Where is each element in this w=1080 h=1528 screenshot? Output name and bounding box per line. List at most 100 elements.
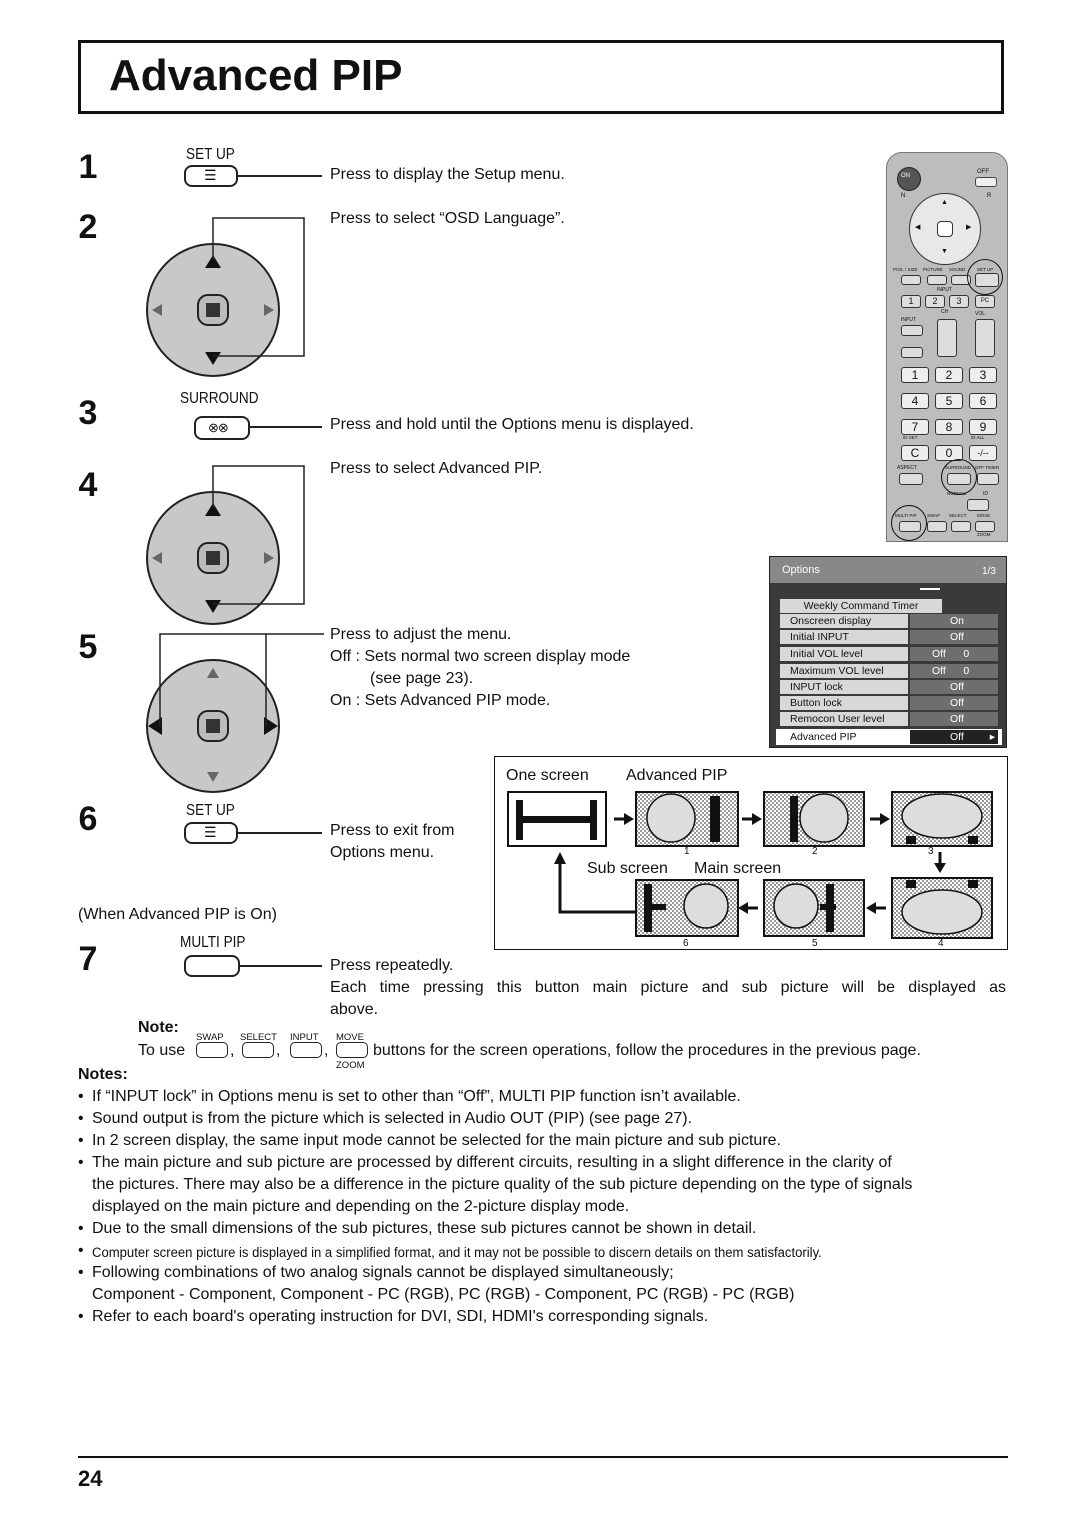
ch-rocker[interactable] xyxy=(937,319,957,357)
pip-diagram xyxy=(494,756,1008,950)
power-off-button[interactable] xyxy=(975,177,997,187)
remote-move-button[interactable] xyxy=(975,521,995,532)
input-1-button[interactable]: 1 xyxy=(901,295,921,308)
sub-screen-label: Sub screen xyxy=(587,860,668,877)
step-5-number: 5 xyxy=(78,628,98,666)
num-5-button[interactable]: 5 xyxy=(935,393,963,409)
num-2-button[interactable]: 2 xyxy=(935,367,963,383)
input-label: INPUT xyxy=(901,317,916,323)
step-3-number: 3 xyxy=(78,394,98,432)
when-advanced-pip-on: (When Advanced PIP is On) xyxy=(78,906,277,923)
n-label: N xyxy=(901,193,906,199)
swap-button[interactable] xyxy=(196,1042,228,1058)
multi-pip-button[interactable] xyxy=(184,955,240,977)
remote-dpad-center[interactable] xyxy=(937,221,953,237)
menu-row-value-text: Off 0 xyxy=(932,648,970,660)
mute-button[interactable] xyxy=(901,347,923,358)
pos-size-button[interactable] xyxy=(901,275,921,285)
frame-number-5: 5 xyxy=(812,938,818,949)
note-item-cont: Component - Component, Component - PC (R… xyxy=(78,1284,1008,1306)
dpad-left-right[interactable] xyxy=(140,626,325,806)
note-text: displayed on the main picture and depend… xyxy=(92,1198,630,1215)
step-7-long-text-2: above. xyxy=(330,1001,379,1018)
pc-button[interactable]: PC xyxy=(975,295,995,308)
surround-button[interactable]: ⊗⊗ xyxy=(194,416,250,440)
leader-line xyxy=(250,426,322,428)
note-item: •Due to the small dimensions of the sub … xyxy=(78,1218,1008,1240)
setup-button-label-2: SET UP xyxy=(186,802,235,819)
page-number: 24 xyxy=(78,1466,103,1491)
note-text: Sound output is from the picture which i… xyxy=(92,1110,693,1127)
menu-row-selected[interactable]: Advanced PIP Off▸ xyxy=(776,729,1002,745)
input-button[interactable] xyxy=(901,325,923,336)
note-text: Following combinations of two analog sig… xyxy=(92,1264,674,1281)
remote-select-button[interactable] xyxy=(951,521,971,532)
c-button[interactable]: C xyxy=(901,445,929,461)
move-remote-label: MOVE xyxy=(977,513,991,518)
dpad-up-down-2[interactable] xyxy=(140,458,320,638)
num-7-button[interactable]: 7 xyxy=(901,419,929,435)
num-6-button[interactable]: 6 xyxy=(969,393,997,409)
num-4-button[interactable]: 4 xyxy=(901,393,929,409)
select-button[interactable] xyxy=(242,1042,274,1058)
off-timer-label: OFF TIMER xyxy=(975,465,1000,470)
options-menu-title: Options xyxy=(782,564,820,576)
right-arrow-icon: ▶ xyxy=(966,224,972,231)
advanced-pip-label: Advanced PIP xyxy=(626,767,728,784)
options-menu-header xyxy=(770,557,1006,583)
input-label: INPUT xyxy=(290,1032,319,1043)
picture-button[interactable] xyxy=(927,275,947,285)
options-menu-page: 1/3 xyxy=(982,566,996,577)
dash-button[interactable]: -/-- xyxy=(969,445,997,461)
remote-swap-button[interactable] xyxy=(927,521,947,532)
notes-list: •If “INPUT lock” in Options menu is set … xyxy=(78,1086,1008,1328)
bullet: • xyxy=(78,1154,84,1171)
setup-button[interactable]: ☰ xyxy=(184,165,238,187)
move-button[interactable] xyxy=(336,1042,368,1058)
dpad-up-down-1[interactable] xyxy=(140,210,320,390)
setup-button-2[interactable]: ☰ xyxy=(184,822,238,844)
menu-row-value: Off 0 xyxy=(910,647,998,661)
input-button[interactable] xyxy=(290,1042,322,1058)
leader-line xyxy=(240,965,322,967)
r-label: R xyxy=(987,193,992,199)
leader-line xyxy=(238,175,322,177)
frame-number-6: 6 xyxy=(683,938,689,949)
page-title: Advanced PIP xyxy=(109,51,403,100)
input-2-button[interactable]: 2 xyxy=(925,295,945,308)
off-timer-button[interactable] xyxy=(977,473,999,485)
num-3-button[interactable]: 3 xyxy=(969,367,997,383)
step-5-on-line: On : Sets Advanced PIP mode. xyxy=(330,692,551,709)
highlight-ring-multi-pip xyxy=(891,505,927,541)
note-text: The main picture and sub picture are pro… xyxy=(92,1154,892,1171)
num-0-button[interactable]: 0 xyxy=(935,445,963,461)
normal-button[interactable] xyxy=(967,499,989,511)
step-4-number: 4 xyxy=(78,466,98,504)
comma: , xyxy=(230,1042,235,1059)
step-6-text-1: Press to exit from xyxy=(330,822,455,839)
remote-dpad[interactable]: ▲ ▼ ◀ ▶ xyxy=(909,193,981,265)
power-on-button[interactable] xyxy=(897,167,921,191)
aspect-label: ASPECT xyxy=(897,465,918,471)
note-text: Computer screen picture is displayed in … xyxy=(92,1245,822,1260)
num-9-button[interactable]: 9 xyxy=(969,419,997,435)
comma: , xyxy=(324,1042,329,1059)
num-8-button[interactable]: 8 xyxy=(935,419,963,435)
step-6-number: 6 xyxy=(78,800,98,838)
zoom-remote-label: ZOOM xyxy=(977,532,991,537)
num-1-button[interactable]: 1 xyxy=(901,367,929,383)
aspect-button[interactable] xyxy=(899,473,923,485)
weekly-command-timer-item[interactable]: Weekly Command Timer xyxy=(780,599,942,613)
note-item: •If “INPUT lock” in Options menu is set … xyxy=(78,1086,1008,1108)
vol-rocker[interactable] xyxy=(975,319,995,357)
one-screen-label: One screen xyxy=(506,767,589,784)
note-heading: Note: xyxy=(138,1019,179,1036)
input-3-button[interactable]: 3 xyxy=(949,295,969,308)
